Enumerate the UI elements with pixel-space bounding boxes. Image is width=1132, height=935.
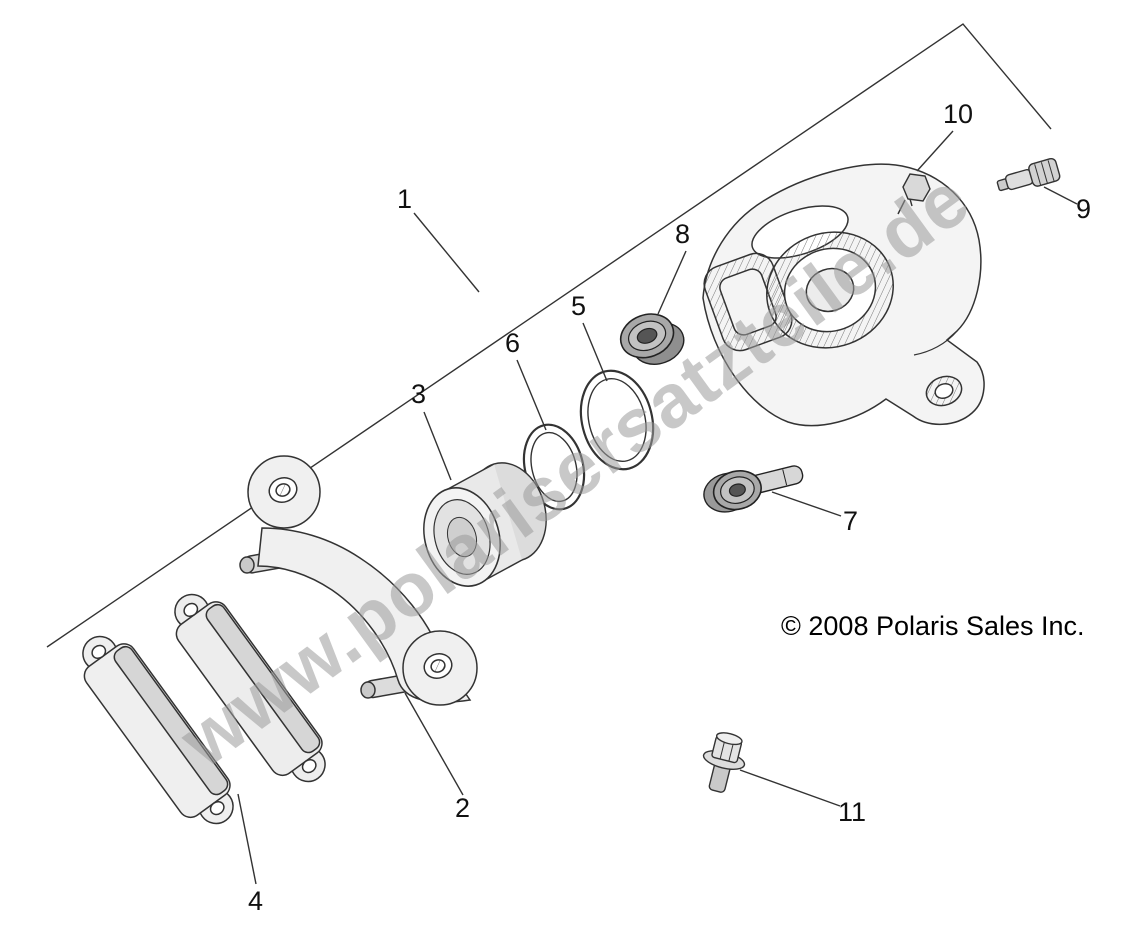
leader-2 — [404, 692, 464, 796]
callout-10: 10 — [943, 99, 974, 129]
mount-bracket-drawing — [239, 455, 478, 706]
copyright-notice: © 2008 Polaris Sales Inc. — [781, 611, 1085, 641]
callout-8: 8 — [675, 219, 691, 249]
o-ring-drawing — [579, 369, 655, 471]
callout-7: 7 — [843, 506, 859, 536]
callout-6: 6 — [505, 328, 521, 358]
callout-11: 11 — [838, 797, 867, 827]
leader-10 — [916, 130, 954, 172]
leader-5 — [582, 322, 608, 382]
leader-9 — [1043, 186, 1078, 205]
callout-2: 2 — [455, 793, 471, 823]
leader-4 — [237, 793, 257, 885]
piston-drawing — [423, 462, 547, 587]
callout-4: 4 — [248, 886, 264, 916]
leader-11 — [739, 769, 841, 807]
brake-pad-rear-drawing — [174, 593, 326, 783]
leader-8 — [657, 250, 687, 315]
bleeder-screw-drawing — [996, 157, 1061, 192]
leader-3 — [423, 411, 452, 481]
assembly-bracket-line — [46, 23, 1052, 648]
leader-7 — [771, 491, 842, 517]
leader-1 — [413, 212, 480, 293]
callout-1: 1 — [397, 184, 413, 214]
leader-6 — [516, 359, 547, 431]
leader-lines — [237, 130, 1078, 885]
piston-boot-drawing — [619, 313, 685, 365]
flange-bolt-drawing — [702, 732, 746, 793]
guide-pin-drawing — [703, 465, 804, 513]
callout-9: 9 — [1076, 194, 1092, 224]
bleeder-cap-drawing — [902, 173, 931, 207]
brake-pad-front-drawing — [82, 635, 234, 825]
callout-5: 5 — [571, 291, 587, 321]
caliper-body-drawing — [702, 163, 985, 427]
callout-3: 3 — [411, 379, 427, 409]
